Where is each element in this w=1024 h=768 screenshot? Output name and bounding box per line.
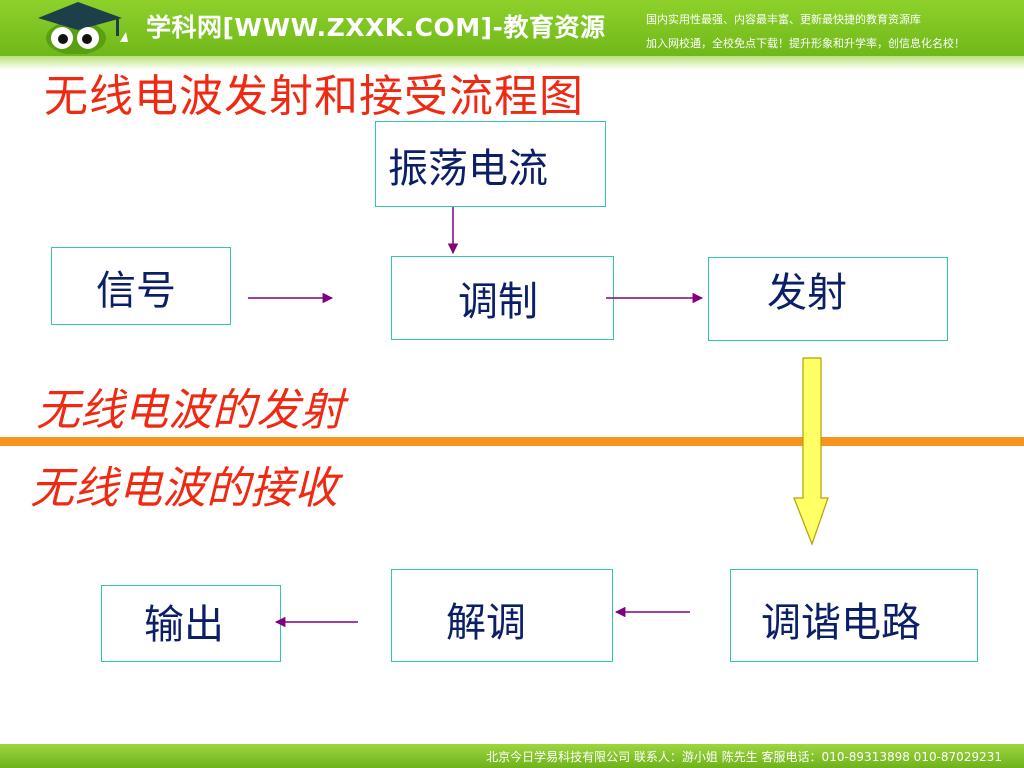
header-banner: 学科网[WWW.ZXXK.COM]-教育资源 国内实用性最强、内容最丰富、更新最… bbox=[0, 0, 1024, 56]
tagline-2: 加入网校通，全校免点下载！提升形象和升学率，创信息化名校！ bbox=[646, 37, 965, 50]
banner-fade bbox=[0, 56, 1024, 70]
section-label-transmit: 无线电波的发射 bbox=[36, 385, 344, 436]
box-oscillating-current-label: 振荡电流 bbox=[388, 146, 548, 192]
section-divider bbox=[0, 437, 1024, 446]
footer-bar: 北京今日学易科技有限公司 联系人：游小姐 陈先生 客服电话：010-893138… bbox=[0, 744, 1024, 768]
box-modulation: 调制 bbox=[391, 256, 614, 340]
tagline-1: 国内实用性最强、内容最丰富、更新最快捷的教育资源库 bbox=[646, 13, 921, 26]
owl-mascot-logo bbox=[38, 2, 128, 54]
page-title: 无线电波发射和接受流程图 bbox=[44, 71, 584, 122]
box-demodulation-label: 解调 bbox=[446, 600, 526, 646]
box-signal: 信号 bbox=[51, 247, 231, 325]
box-modulation-label: 调制 bbox=[458, 279, 538, 325]
box-signal-label: 信号 bbox=[96, 268, 176, 314]
footer-contact: 北京今日学易科技有限公司 联系人：游小姐 陈先生 客服电话：010-893138… bbox=[486, 750, 1002, 764]
box-output-label: 输出 bbox=[144, 602, 224, 648]
box-oscillating-current: 振荡电流 bbox=[375, 121, 606, 207]
box-tuning-circuit-label: 调谐电路 bbox=[761, 600, 921, 646]
box-demodulation: 解调 bbox=[391, 569, 613, 662]
big-down-arrow bbox=[793, 357, 829, 546]
box-transmit: 发射 bbox=[708, 257, 948, 341]
box-transmit-label: 发射 bbox=[767, 270, 847, 316]
box-tuning-circuit: 调谐电路 bbox=[730, 569, 978, 662]
section-label-receive: 无线电波的接收 bbox=[30, 463, 338, 514]
box-output: 输出 bbox=[101, 585, 281, 662]
site-name[interactable]: 学科网[WWW.ZXXK.COM]-教育资源 bbox=[146, 13, 606, 42]
